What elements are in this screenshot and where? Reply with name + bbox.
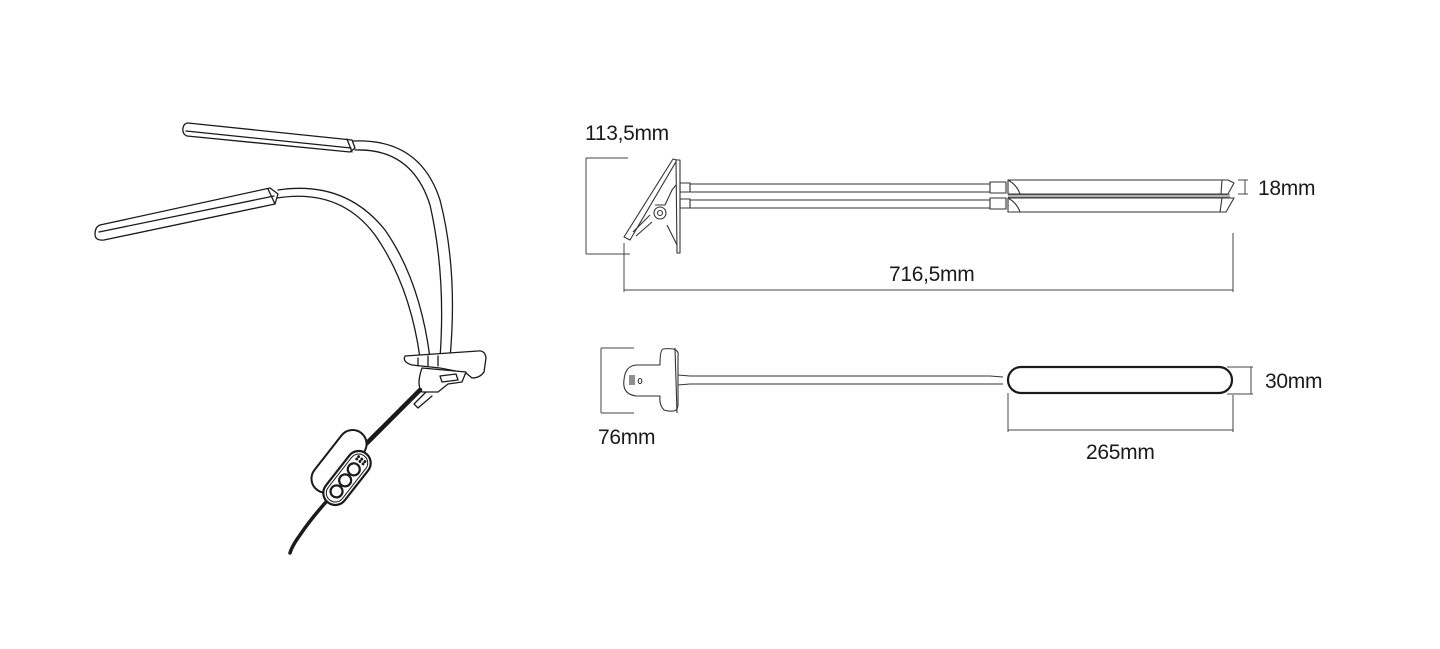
clamp [403, 350, 487, 409]
clamp-width-label: 76mm [598, 426, 656, 449]
head-length-label: 265mm [1086, 441, 1155, 464]
total-length-label: 716,5mm [889, 263, 975, 286]
inline-controller [310, 428, 372, 507]
side-clamp [623, 158, 681, 254]
lamp-head-lower [94, 187, 279, 241]
controller-button-1 [329, 484, 344, 499]
head-width-label: 30mm [1265, 370, 1323, 393]
head-thickness-label: 18mm [1258, 177, 1316, 200]
top-arm [677, 374, 1004, 386]
side-view [585, 157, 1248, 292]
dimension-lines-top [600, 347, 1253, 432]
top-head [1006, 365, 1234, 395]
perspective-view [94, 122, 487, 555]
controller-button-3 [346, 462, 361, 477]
top-clamp [623, 347, 679, 414]
side-heads [1007, 179, 1235, 213]
gooseneck-lower [276, 187, 431, 359]
gooseneck-upper [352, 140, 454, 359]
top-view [600, 347, 1253, 432]
dimension-lines-side [585, 157, 1248, 292]
side-arms [679, 181, 1007, 210]
clamp-height-label: 113,5mm [585, 122, 669, 145]
controller-button-2 [338, 473, 353, 488]
lamp-head-upper [182, 122, 356, 153]
